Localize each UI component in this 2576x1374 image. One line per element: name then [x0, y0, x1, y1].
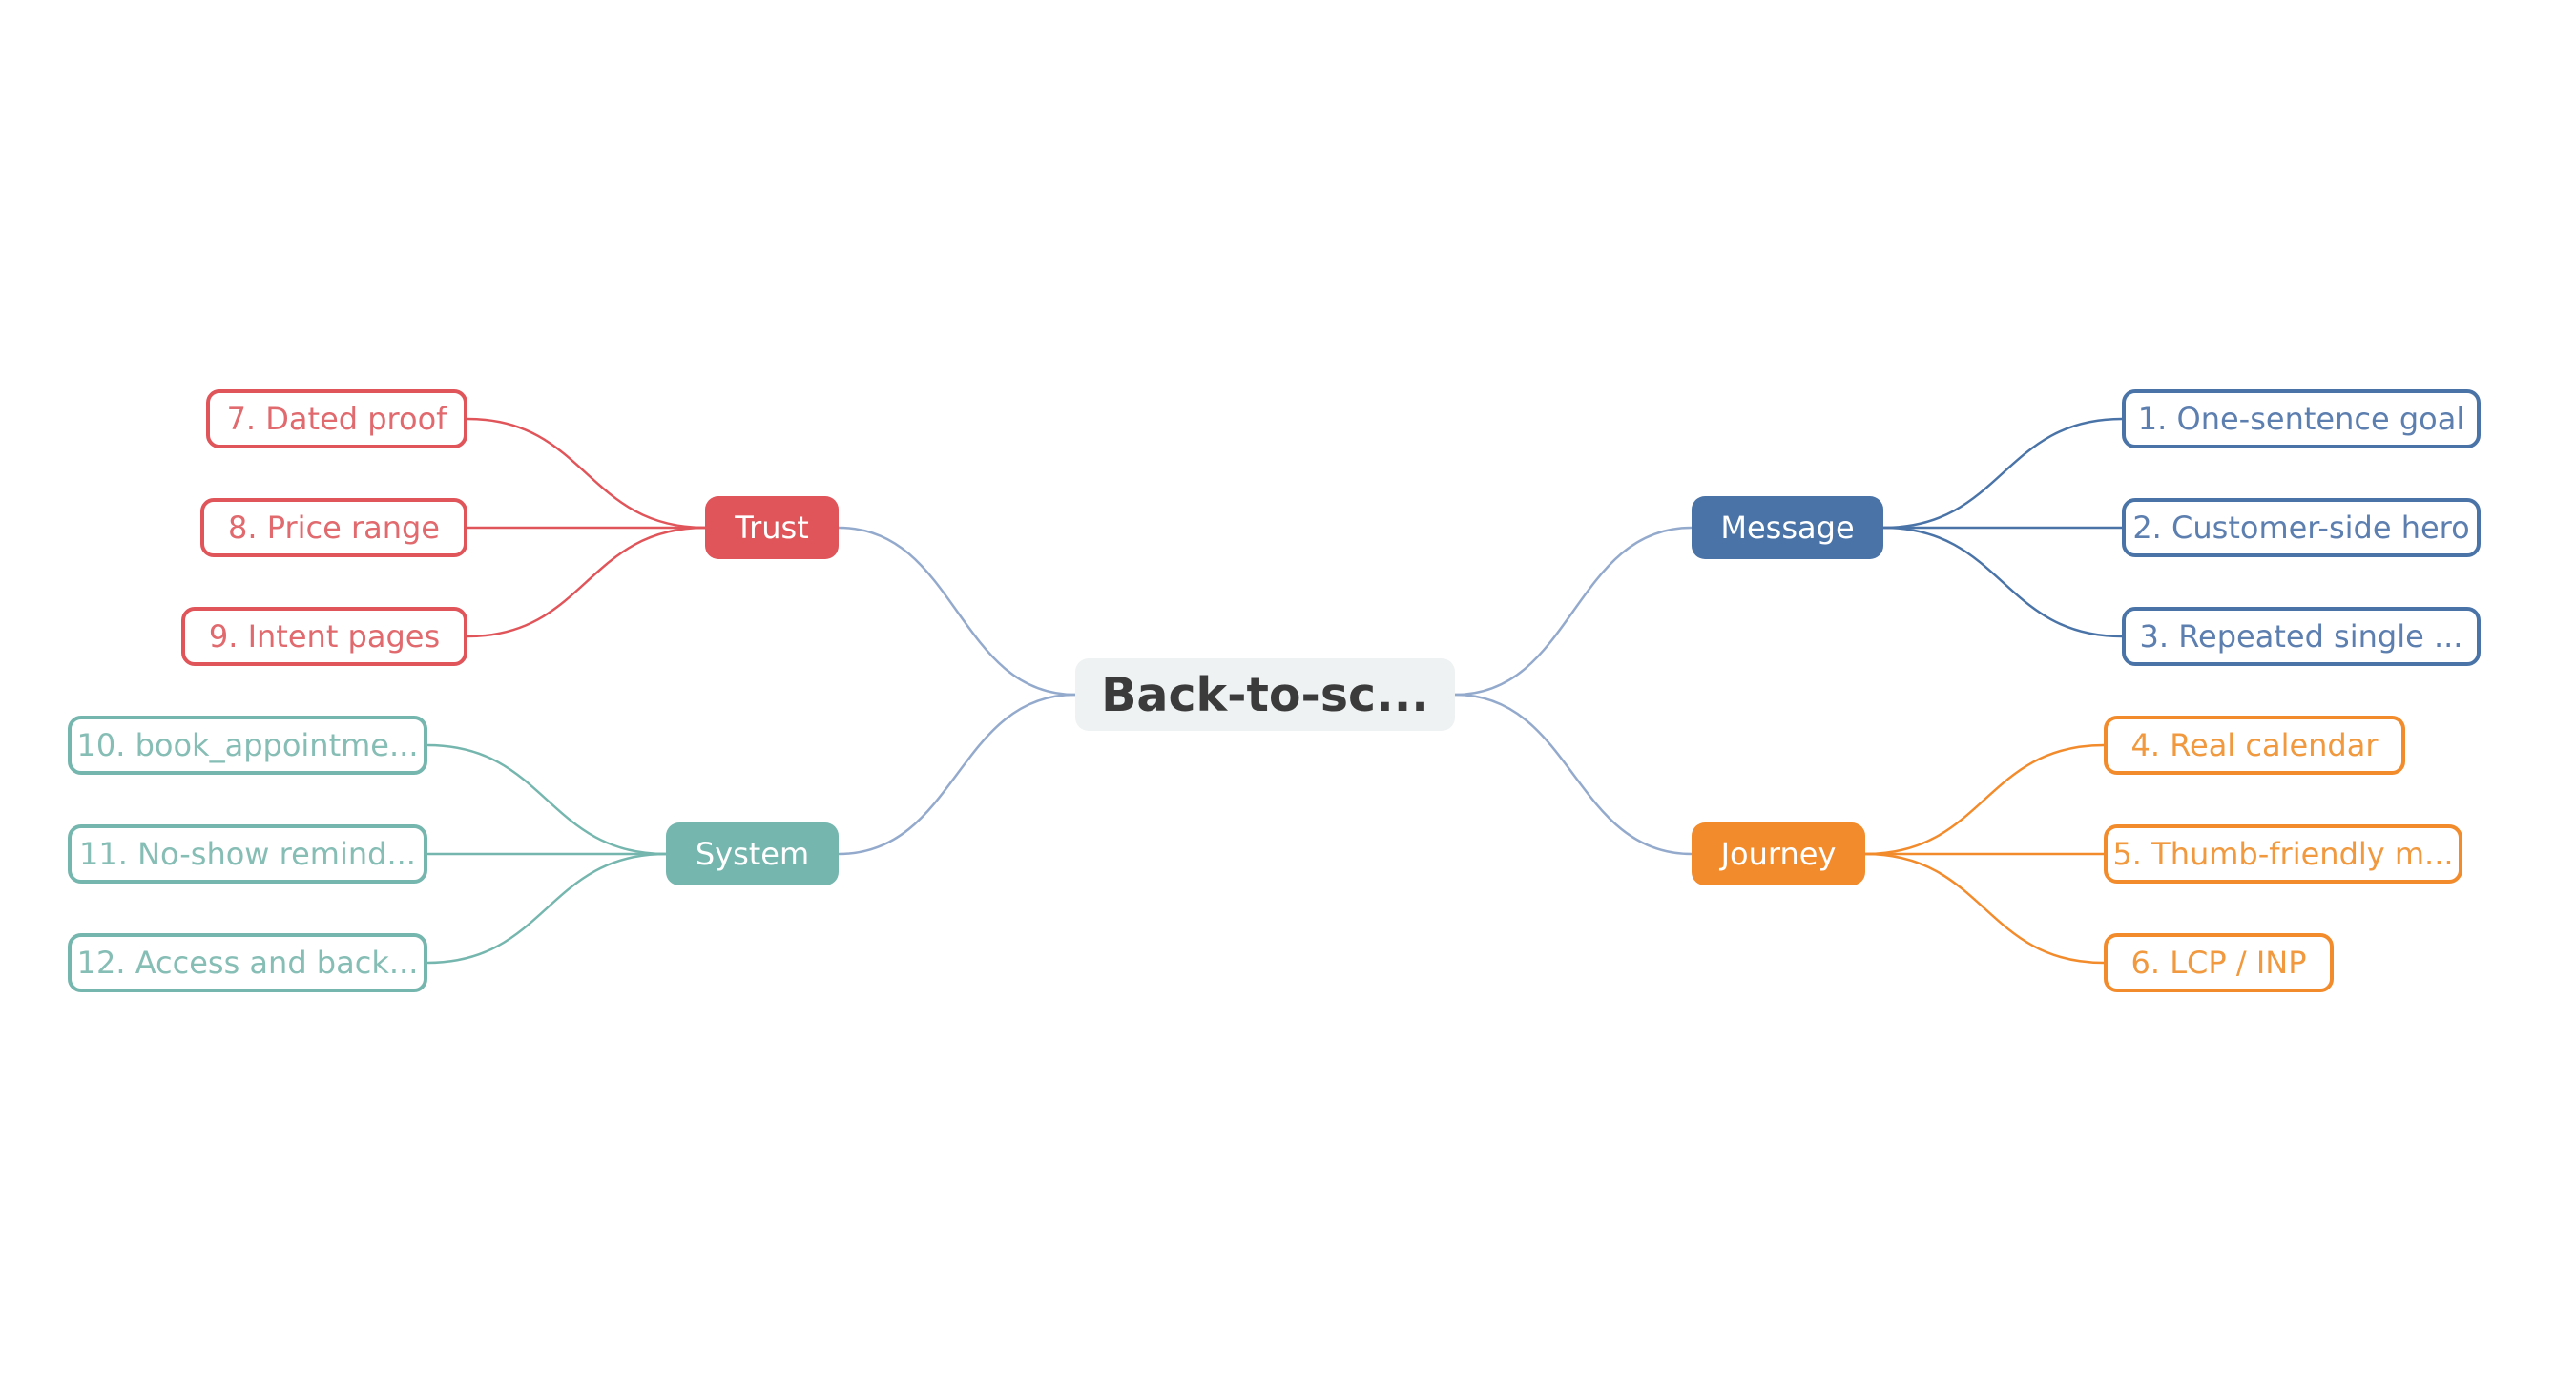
leaf-book-appointment[interactable]: 10. book_appointme...	[68, 716, 427, 775]
leaf-lcp-inp[interactable]: 6. LCP / INP	[2104, 933, 2334, 992]
leaf-intent-pages[interactable]: 9. Intent pages	[181, 607, 467, 666]
message-leaf-2-link	[1882, 526, 2123, 638]
trust-leaf-2-link	[467, 526, 706, 638]
system-leaf-0-link	[426, 743, 667, 856]
journey-leaf-0-link	[1864, 743, 2105, 856]
leaf-repeated-single[interactable]: 3. Repeated single ...	[2122, 607, 2481, 666]
leaf-thumb-friendly[interactable]: 5. Thumb-friendly m...	[2104, 824, 2462, 884]
leaf-dated-proof[interactable]: 7. Dated proof	[206, 389, 467, 448]
leaf-price-range[interactable]: 8. Price range	[200, 498, 467, 557]
leaf-customer-side-hero[interactable]: 2. Customer-side hero	[2122, 498, 2481, 557]
leaf-access-and-backup[interactable]: 12. Access and back...	[68, 933, 427, 992]
root-to-journey-link	[1454, 693, 1693, 856]
root-to-system-link	[838, 693, 1076, 856]
branch-system[interactable]: System	[666, 822, 839, 885]
system-leaf-2-link	[426, 852, 667, 965]
branch-message[interactable]: Message	[1692, 496, 1883, 559]
root-to-message-link	[1454, 526, 1693, 697]
leaf-one-sentence-goal[interactable]: 1. One-sentence goal	[2122, 389, 2481, 448]
leaf-no-show-reminder[interactable]: 11. No-show remind...	[68, 824, 427, 884]
journey-leaf-2-link	[1864, 852, 2105, 965]
trust-leaf-0-link	[467, 417, 706, 530]
leaf-real-calendar[interactable]: 4. Real calendar	[2104, 716, 2405, 775]
branch-trust[interactable]: Trust	[705, 496, 839, 559]
root-topic[interactable]: Back-to-sc...	[1075, 658, 1455, 731]
message-leaf-0-link	[1882, 417, 2123, 530]
root-to-trust-link	[838, 526, 1076, 697]
branch-journey[interactable]: Journey	[1692, 822, 1865, 885]
